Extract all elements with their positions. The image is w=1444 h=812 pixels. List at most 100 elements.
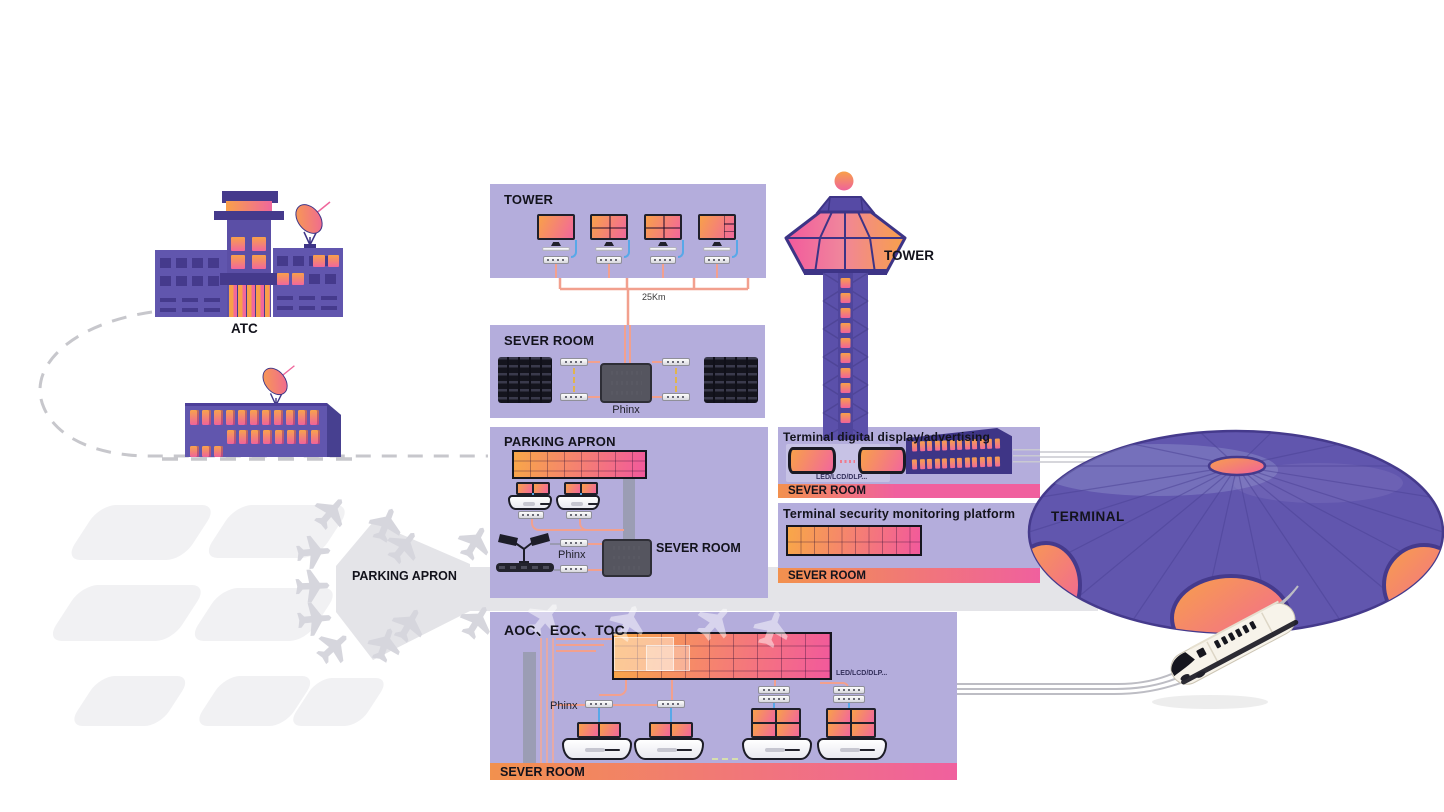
panel-title: SEVER ROOM [504, 333, 595, 348]
link-stub [555, 264, 557, 278]
link-line [579, 519, 624, 531]
server-rack-icon [498, 357, 552, 403]
monitor-stand-icon [604, 242, 614, 246]
keyboard-icon [542, 247, 570, 251]
server-room-band-label: SEVER ROOM [788, 485, 866, 497]
atc-tower-cap [222, 191, 278, 203]
comms-building-body [185, 403, 327, 457]
link-line [652, 396, 662, 398]
link-line [531, 519, 624, 531]
comms-building [180, 363, 352, 463]
advertising-panel: Terminal digital display/advertising LED… [778, 427, 1040, 498]
link-line [588, 396, 600, 398]
atc-right-wing [273, 248, 343, 317]
console-desk-icon [556, 495, 600, 510]
dashed-link [675, 368, 677, 392]
receiver-icon [543, 256, 569, 264]
atc-label: ATC [231, 321, 258, 336]
receiver-icon [518, 511, 544, 519]
monitor-stand-icon [658, 242, 668, 246]
encoder-icon [662, 393, 690, 401]
atc-building [150, 185, 350, 325]
link-line [556, 650, 596, 652]
server-room-band: SEVER ROOM [778, 484, 1040, 498]
terminal-label: TERMINAL [1051, 509, 1125, 524]
panel-title: Terminal security monitoring platform [783, 507, 1016, 521]
dashed-link-line [38, 310, 488, 458]
trunk-cable [623, 479, 635, 541]
link-line [588, 569, 602, 571]
console-monitors-icon [826, 708, 876, 738]
keyboard-icon [703, 247, 731, 251]
control-tower-illustration [784, 171, 907, 440]
keyboard-icon [649, 247, 677, 251]
monitor-icon [590, 214, 628, 240]
video-wall [512, 450, 647, 479]
chevron-pattern [52, 505, 384, 726]
receiver-icon [758, 695, 790, 703]
monitor-icon [698, 214, 736, 240]
encoder-icon [560, 358, 588, 366]
panel-title: Terminal digital display/advertising [783, 430, 991, 444]
parking-apron-panel: PARKING APRON Phinx SEVER ROOM [490, 427, 768, 598]
link-dots [840, 460, 855, 463]
panel-title: AOC、EOC、TOC [504, 622, 625, 638]
encoder-icon [662, 358, 690, 366]
dashed-separator [712, 758, 738, 760]
server-room-band: SEVER ROOM [490, 763, 957, 780]
security-panel: Terminal security monitoring platform SE… [778, 503, 1040, 583]
link-line [599, 680, 627, 696]
link-line [588, 543, 602, 545]
receiver-icon [758, 686, 790, 694]
phinx-label: Phinx [558, 549, 586, 561]
cable-icon [732, 240, 738, 258]
keyboard-icon [595, 247, 623, 251]
receiver-icon [833, 686, 865, 694]
console-monitors-icon [751, 708, 801, 738]
display-tile-row [911, 456, 1000, 470]
server-room-band-label: SEVER ROOM [788, 569, 866, 582]
train-illustration [957, 585, 1299, 709]
link-line [652, 361, 662, 363]
console-desk-icon [817, 738, 887, 760]
comms-building-side [327, 403, 341, 457]
panel-title: TOWER [504, 192, 554, 207]
video-window-overlay [614, 637, 674, 671]
trunk-cable [523, 652, 536, 763]
apron-ground-label: PARKING APRON [352, 569, 457, 583]
link-line [556, 638, 612, 640]
phinx-chassis-icon [600, 363, 652, 403]
link-line [556, 704, 585, 706]
link-stub [716, 264, 718, 278]
monitor-icon [644, 214, 682, 240]
encoder-icon [560, 393, 588, 401]
cable-icon [670, 708, 672, 722]
led-screen-icon [788, 447, 836, 474]
receiver-icon [566, 511, 592, 519]
console-desk-icon [742, 738, 812, 760]
console-monitors-icon [649, 722, 693, 738]
control-tower-label: TOWER [884, 248, 934, 263]
led-screen-icon [858, 447, 906, 474]
cable-bundle [540, 638, 556, 763]
link-line [556, 644, 604, 646]
aoc-eoc-toc-panel: AOC、EOC、TOC LED/LCD/DLP... Phinx [490, 612, 957, 780]
server-rack-icon [704, 357, 758, 403]
receiver-icon [585, 700, 613, 708]
cable-icon [598, 708, 600, 722]
link-line [671, 680, 673, 700]
display-tech-label: LED/LCD/DLP... [816, 474, 868, 481]
fiber-double-line [624, 325, 631, 363]
panel-title: PARKING APRON [504, 434, 616, 449]
link-stub [662, 264, 664, 278]
server-room-inner-label: SEVER ROOM [656, 541, 741, 555]
cable-icon [624, 240, 630, 258]
atc-tower-base [220, 273, 277, 285]
fiber-distance-label: 25Km [642, 292, 666, 302]
dome-skylight [1207, 455, 1267, 477]
tower-beacon-icon [834, 171, 854, 191]
cctv-camera-icon [498, 533, 550, 565]
receiver-icon [650, 256, 676, 264]
server-room-band: SEVER ROOM [778, 568, 1040, 583]
